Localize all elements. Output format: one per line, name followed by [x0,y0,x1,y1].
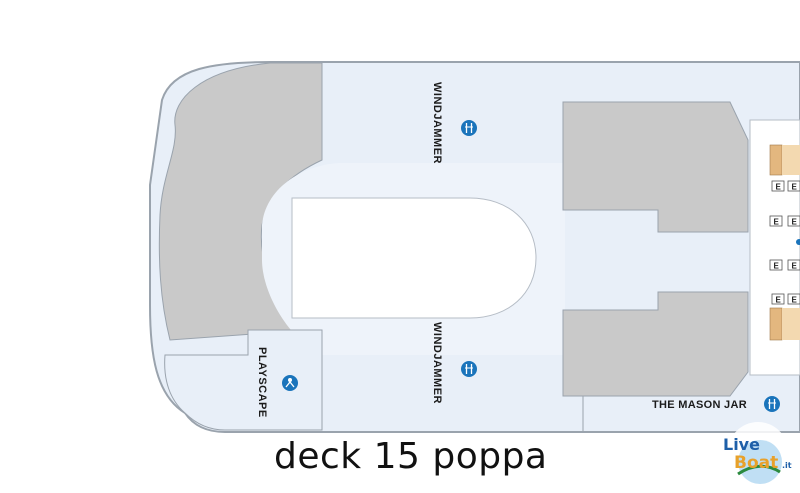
elevator-label: E [792,296,798,305]
elevator-label: E [792,183,798,192]
elevator-label: E [774,218,780,227]
logo-text-live: Live [723,435,760,454]
elevator-row-4: E E [771,293,800,305]
stairs-lower [769,307,783,341]
fork-knife-icon [764,396,780,412]
central-void [291,197,537,319]
elevator-icon [787,259,800,271]
liveboat-logo: Live Boat .it [723,422,792,484]
stairs-strip-upper [782,145,800,175]
logo-text-boat: Boat [734,453,778,473]
elevator-icon [771,180,785,192]
elevator-icon [771,293,785,305]
kids-zone-icon [282,375,298,391]
elevator-label: E [776,183,782,192]
stairs-upper [769,144,783,176]
elevator-row-3: E E [769,259,800,271]
elevator-label: E [774,262,780,271]
venue-label-playscape: PLAYSCAPE [256,347,268,418]
fork-knife-icon [461,120,477,136]
elevator-icon [769,259,783,271]
fork-knife-icon [461,361,477,377]
elevator-icon [787,180,800,192]
service-block-lower [562,291,749,397]
elevator-icon [787,293,800,305]
elevator-label: E [792,218,798,227]
service-block-upper [562,101,749,233]
venue-label-mason-jar: THE MASON JAR [652,399,747,411]
playscape-room [164,329,323,431]
elevator-label: E [776,296,782,305]
elevator-label: E [792,262,798,271]
elevator-icon [769,215,783,227]
elevator-icon [787,215,800,227]
elevator-row-2: E E [769,215,800,227]
venue-label-windjammer-bottom: WINDJAMMER [431,322,443,404]
info-dot [796,239,800,245]
elevator-row-1: E E [771,180,800,192]
deck-caption: deck 15 poppa [274,436,548,477]
logo-text-suffix: .it [782,461,792,470]
venue-label-windjammer-top: WINDJAMMER [431,82,443,164]
stairs-strip-lower [782,308,800,340]
